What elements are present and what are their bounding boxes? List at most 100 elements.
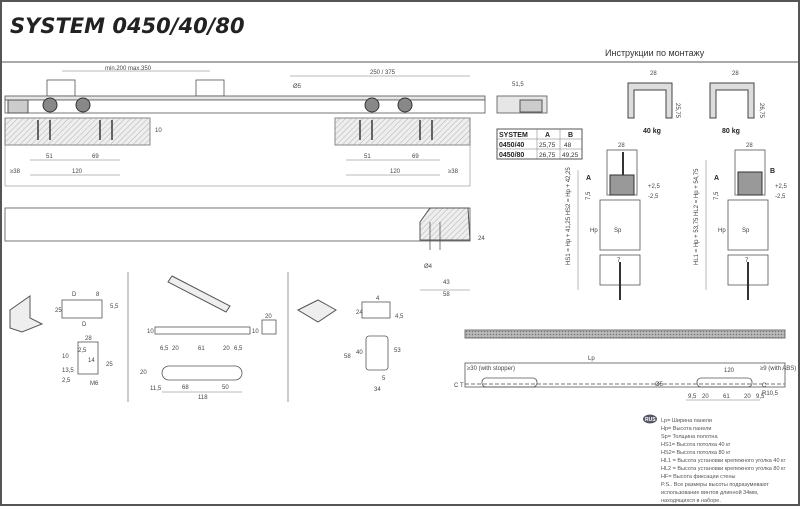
ceiling-bracket [195, 79, 225, 97]
dim-label: 4,5 [395, 314, 404, 320]
dim-label: 20 [744, 394, 751, 400]
legend-line: HL2 = Высота установки крепежного уголка… [661, 466, 785, 472]
dim-a: A [586, 175, 591, 182]
dim-lp: Lp [588, 356, 595, 362]
rail-top [4, 95, 486, 101]
dim-d4: Ø4 [424, 264, 433, 270]
dim-69: 69 [92, 154, 99, 160]
table-cell: 25,75 [539, 142, 556, 149]
section-view-40: 28 +2,5 -2,5 A 7,5 Hp Sp HS1 = Hp + 41,2… [566, 143, 661, 300]
damper [7, 99, 29, 114]
system-table: SYSTEM A B 0450/40 25,75 48 0450/80 26,7… [496, 128, 583, 160]
dim-spacing: min.200 max.350 [105, 66, 152, 72]
dim-69: 69 [412, 154, 419, 160]
dim-label: 11,5 [150, 386, 162, 392]
dim-label: 20 [265, 314, 272, 320]
dim-label: 13,5 [62, 368, 74, 374]
table-cell: 26,75 [539, 152, 556, 159]
dim-label: 20 [702, 394, 709, 400]
mounting-plate-detail: 6,5 20 61 20 6,5 10 10 20 20 11,5 68 50 … [140, 275, 277, 401]
dim-28: 28 [746, 143, 753, 149]
table-cell: 0450/80 [499, 152, 524, 159]
dim-label: 25 [55, 308, 62, 314]
bottom-track-detail: Lp ≥30 (with stopper) ≥9 (with ABS) 120 … [454, 329, 796, 401]
dim-label: M6 [90, 381, 99, 387]
legend-line: Lp= Ширина панели [661, 418, 712, 424]
dim-abs: ≥9 (with ABS) [760, 366, 796, 372]
dim-38: ≥38 [448, 169, 459, 175]
dim-38: ≥38 [10, 169, 21, 175]
dim-plus: +2,5 [775, 184, 788, 190]
legend-line: HS1= Высота потолка 40 кг [661, 442, 731, 448]
dim-end: 51,5 [512, 82, 524, 88]
dim-label: 2,5 [62, 378, 71, 384]
dim-label: 20 [172, 346, 179, 352]
label-t: T [460, 383, 464, 389]
dim-label: 10 [62, 354, 69, 360]
dim-label: 25 [106, 362, 113, 368]
dim-58: 58 [443, 292, 450, 298]
dim-label: 6,5 [160, 346, 169, 352]
angle-bracket-detail: D 8 25 5,5 D 28 2,5 10 14 13,5 2,5 25 M6 [9, 292, 119, 387]
door-top-right [334, 117, 471, 146]
dim-51: 51 [364, 154, 371, 160]
label-c: C [762, 383, 767, 389]
roller-wheel [364, 97, 380, 113]
profile-height: 25,75 [674, 103, 680, 119]
dim-label: 20 [140, 370, 147, 376]
page-title: SYSTEM 0450/40/80 [10, 14, 245, 38]
dim-label: 53 [394, 348, 401, 354]
roller-wheel [42, 97, 58, 113]
ceiling-bracket [46, 79, 76, 97]
table-cell: 0450/40 [499, 142, 524, 149]
legend-line: Sp= Толщина полотна [661, 434, 718, 440]
door-top-left [4, 117, 151, 146]
dim-24: 24 [478, 236, 485, 242]
dim-label: 58 [344, 354, 351, 360]
table-cell: 49,25 [562, 152, 579, 159]
profile-width: 28 [650, 71, 657, 77]
legend-line: HF= Высота фиксации стены [661, 474, 735, 480]
dim-label: D [82, 322, 87, 328]
dim-hole: Ø5 [655, 382, 664, 388]
dim-7-5: 7,5 [714, 191, 720, 200]
profile-load: 40 kg [643, 128, 661, 135]
dim-plus: +2,5 [648, 184, 661, 190]
dim-label: 61 [198, 346, 205, 352]
dim-hp: Hp [590, 228, 598, 234]
table-header: SYSTEM [499, 132, 528, 139]
legend-line: использование винтов длинной 34мм, [661, 489, 759, 496]
dim-7-5: 7,5 [586, 191, 592, 200]
dim-28: 28 [618, 143, 625, 149]
section-view-80: 28 +2,5 -2,5 A 7,5 B Hp Sp HL1 = Hp + 53… [694, 143, 788, 300]
dim-a: A [714, 175, 719, 182]
dim-hl: HL1 = Hp + 53,75 HL2 = Hp + 54,75 [694, 168, 700, 265]
dim-label: 40 [356, 350, 363, 356]
profile-40kg: 28 25,75 40 kg [627, 71, 680, 135]
profile-load: 80 kg [722, 128, 740, 135]
dim-51: 51 [46, 154, 53, 160]
dim-label: 50 [222, 385, 229, 391]
dim-minus: -2,5 [648, 194, 659, 200]
dim-label: 6,5 [234, 346, 243, 352]
legend-line: P.S.. Все размеры высоты подразумевают [661, 482, 769, 488]
dim-label: 28 [85, 336, 92, 342]
profile-width: 28 [732, 71, 739, 77]
legend-line: HS2= Высота потолка 80 кг [661, 450, 731, 456]
dim-hole: Ø5 [293, 84, 302, 90]
dim-label: 118 [198, 395, 208, 401]
dim-stopper: ≥30 (with stopper) [467, 366, 515, 372]
dim-10: 10 [155, 128, 162, 134]
dim-label: 5 [382, 376, 386, 382]
dim-120: 120 [390, 169, 401, 175]
dim-hp: Hp [718, 228, 726, 234]
legend-line: находящихся в наборе. [661, 498, 721, 504]
dim-sp: Sp [614, 228, 622, 234]
dim-label: 10 [147, 329, 154, 335]
panel-side-view: 24 Ø4 43 58 [4, 207, 485, 298]
dim-label: 20 [223, 346, 230, 352]
table-header: B [568, 132, 573, 139]
dim-label: 8 [96, 292, 100, 298]
